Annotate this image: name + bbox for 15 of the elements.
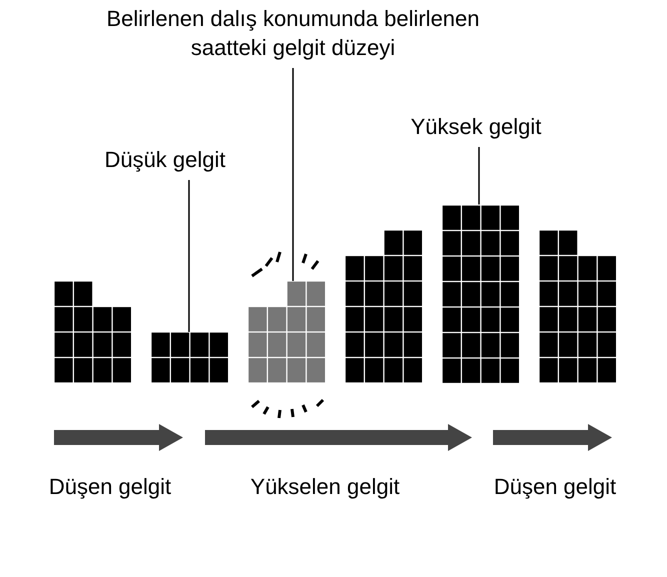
leader-line [478,147,480,204]
tide-level-bar [539,230,617,383]
callout-label: Belirlenen dalış konumunda belirlenen saatteki gelgit düzeyi [105,5,481,62]
direction-label: Düşen gelgit [48,473,172,501]
tide-level-bar [151,332,229,383]
callout-label: Düşük gelgit [103,146,227,174]
tide-level-bar [54,281,132,383]
direction-label: Düşen gelgit [492,473,618,501]
direction-label: Yükselen gelgit [249,473,401,501]
tide-level-bar [442,204,520,383]
tide-level-bar [345,230,423,383]
tide-level-bar [248,281,326,383]
callout-label: Yüksek gelgit [410,113,542,141]
leader-line [292,68,294,281]
leader-line [188,180,190,332]
